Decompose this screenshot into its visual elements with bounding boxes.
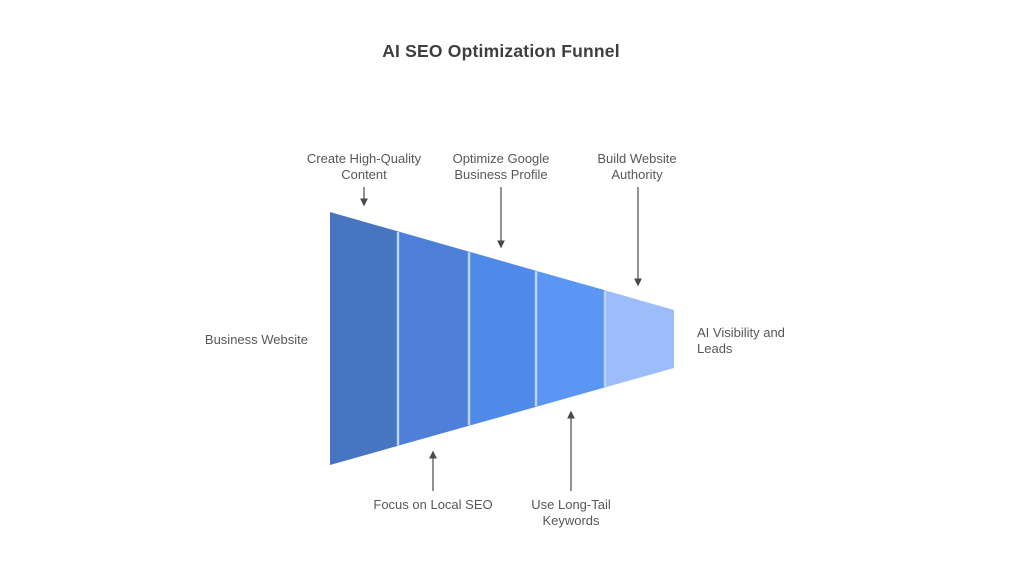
funnel-segment-long-tail <box>536 270 605 407</box>
callout-create-content: Create High-Quality Content <box>306 151 422 182</box>
page-title: AI SEO Optimization Funnel <box>382 41 620 61</box>
callout-website-authority: Build Website Authority <box>597 151 677 182</box>
callout-business-profile: Optimize Google Business Profile <box>452 151 550 182</box>
funnel-segment-local-seo <box>398 231 469 446</box>
callout-long-tail-keywords: Use Long-Tail Keywords <box>531 497 611 528</box>
funnel-segment-authority <box>605 290 674 388</box>
funnel-output-label: AI Visibility and Leads <box>697 325 785 356</box>
callout-local-seo: Focus on Local SEO <box>373 497 493 512</box>
funnel-segment-business-profile <box>469 251 536 426</box>
funnel-input-label: Business Website <box>204 332 308 347</box>
funnel-segment-business-website <box>330 212 398 465</box>
